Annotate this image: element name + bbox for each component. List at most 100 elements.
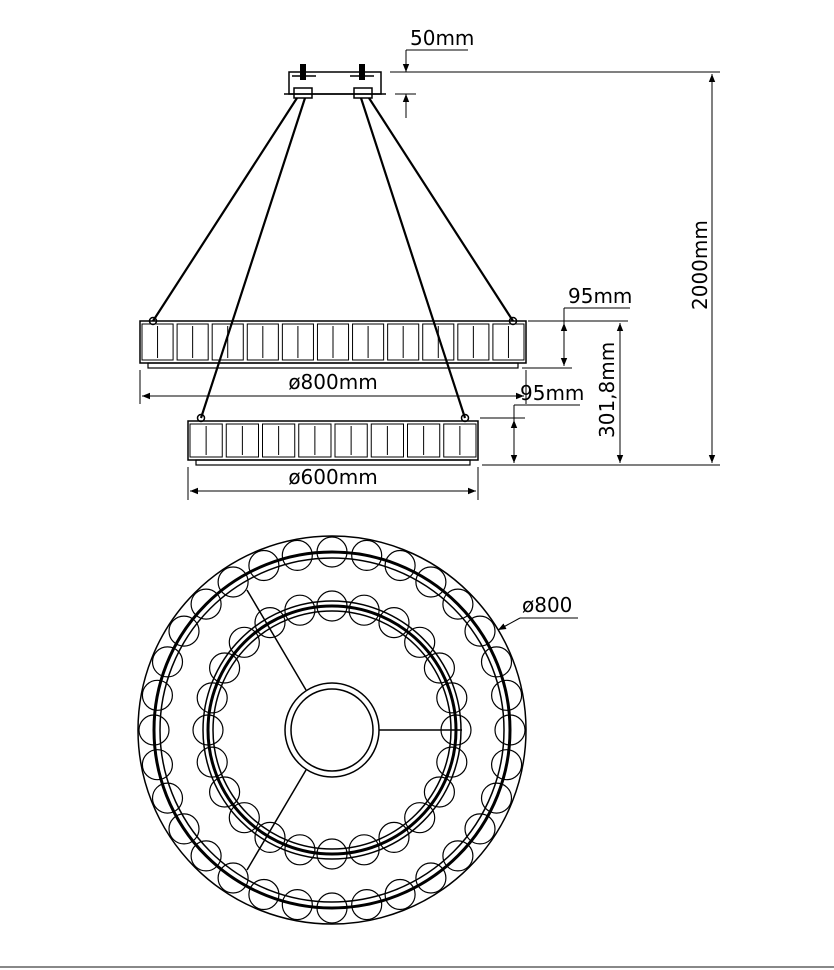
crystal-panel [334,423,368,458]
lower-ring [187,420,479,466]
crystal-bead [436,682,468,714]
crystal-bead [284,834,316,866]
crystal-panel [246,323,279,361]
crystal-bead [217,566,249,598]
crystal-panel [370,423,404,458]
outer-crystal-beads [138,536,526,924]
crystal-bead [316,536,348,568]
crystal-bead [378,606,410,639]
dimension-upper-ring-height: 95mm [522,284,632,369]
crystal-bead [384,878,416,911]
side-view: 50mm 2000mm 95mm 301,8mm ø800mm [139,26,720,500]
dim-95mm-upper: 95mm [568,284,632,308]
dimension-canopy-height: 50mm [390,26,720,118]
crystal-bead [138,714,170,746]
crystal-bead [442,840,474,872]
crystal-bead [254,821,286,854]
crystal-bead [151,782,184,814]
crystal-panel [387,323,420,361]
crystal-panel [176,323,209,361]
dimension-lower-ring-height: 95mm [480,381,584,463]
crystal-bead [480,782,513,814]
crystal-bead [248,878,280,911]
crystal-panel [492,323,525,361]
crystal-bead [228,802,260,834]
crystal-bead [209,652,241,684]
crystal-bead [284,594,316,626]
crystal-bead [378,821,410,854]
dimension-ring-gap: 301,8mm [595,323,624,463]
dim-600mm: ø600mm [288,465,377,489]
crystal-bead [190,840,222,872]
crystal-bead [491,749,523,781]
crystal-bead [491,679,523,711]
crystal-bead [348,594,380,626]
hub-spokes [246,589,462,871]
crystal-bead [464,615,496,647]
dim-800mm: ø800mm [288,370,377,394]
outer-ring [137,535,527,925]
crystal-panel [225,423,259,458]
crystal-bead [209,776,241,808]
crystal-panel [298,423,332,458]
crystal-bead [168,813,200,845]
crystal-bead [281,539,313,572]
dim-50mm: 50mm [410,26,474,50]
dimension-upper-diameter: ø800mm [139,370,527,404]
crystal-bead [404,802,436,834]
crystal-bead [384,549,416,582]
top-view: ø800 [137,535,578,925]
crystal-panel [211,323,244,361]
crystal-panel [281,323,314,361]
crystal-panel [407,423,441,458]
crystal-bead [192,714,224,746]
dimension-top-diameter: ø800 [497,593,578,631]
dim-800: ø800 [522,593,572,617]
crystal-bead [436,746,468,778]
crystal-panel [443,423,477,458]
crystal-bead [316,892,348,924]
ceiling-canopy [284,64,386,99]
crystal-bead [316,838,348,870]
crystal-bead [196,682,228,714]
suspension-wires [152,97,514,419]
crystal-bead [348,834,380,866]
crystal-bead [254,606,286,639]
dim-301-8mm: 301,8mm [595,342,619,438]
crystal-panel [316,323,350,361]
crystal-panel [189,423,223,458]
crystal-bead [404,626,436,658]
crystal-panel [457,323,490,361]
upper-ring [139,320,527,369]
crystal-bead [190,588,222,620]
crystal-bead [248,549,280,582]
crystal-bead [228,626,260,658]
crystal-bead [415,566,447,598]
crystal-bead [423,776,455,808]
crystal-bead [351,888,383,921]
crystal-bead [480,646,513,678]
crystal-bead [141,749,173,781]
crystal-panel [352,323,385,361]
crystal-panel [141,323,174,361]
crystal-bead [151,646,184,678]
dim-2000mm: 2000mm [688,220,712,310]
crystal-bead [168,615,200,647]
dimension-lower-diameter: ø600mm [187,465,479,500]
center-hub [284,682,380,778]
crystal-bead [464,813,496,845]
crystal-bead [196,746,228,778]
crystal-bead [351,539,383,572]
crystal-bead [442,588,474,620]
crystal-bead [423,652,455,684]
crystal-bead [281,888,313,921]
dimension-total-height: 2000mm [482,74,720,466]
inner-crystal-beads [192,590,472,870]
crystal-panel [262,423,296,458]
crystal-bead [217,862,249,894]
crystal-bead [415,862,447,894]
dim-95mm-lower: 95mm [520,381,584,405]
crystal-bead [494,714,526,746]
crystal-panel [422,323,455,361]
